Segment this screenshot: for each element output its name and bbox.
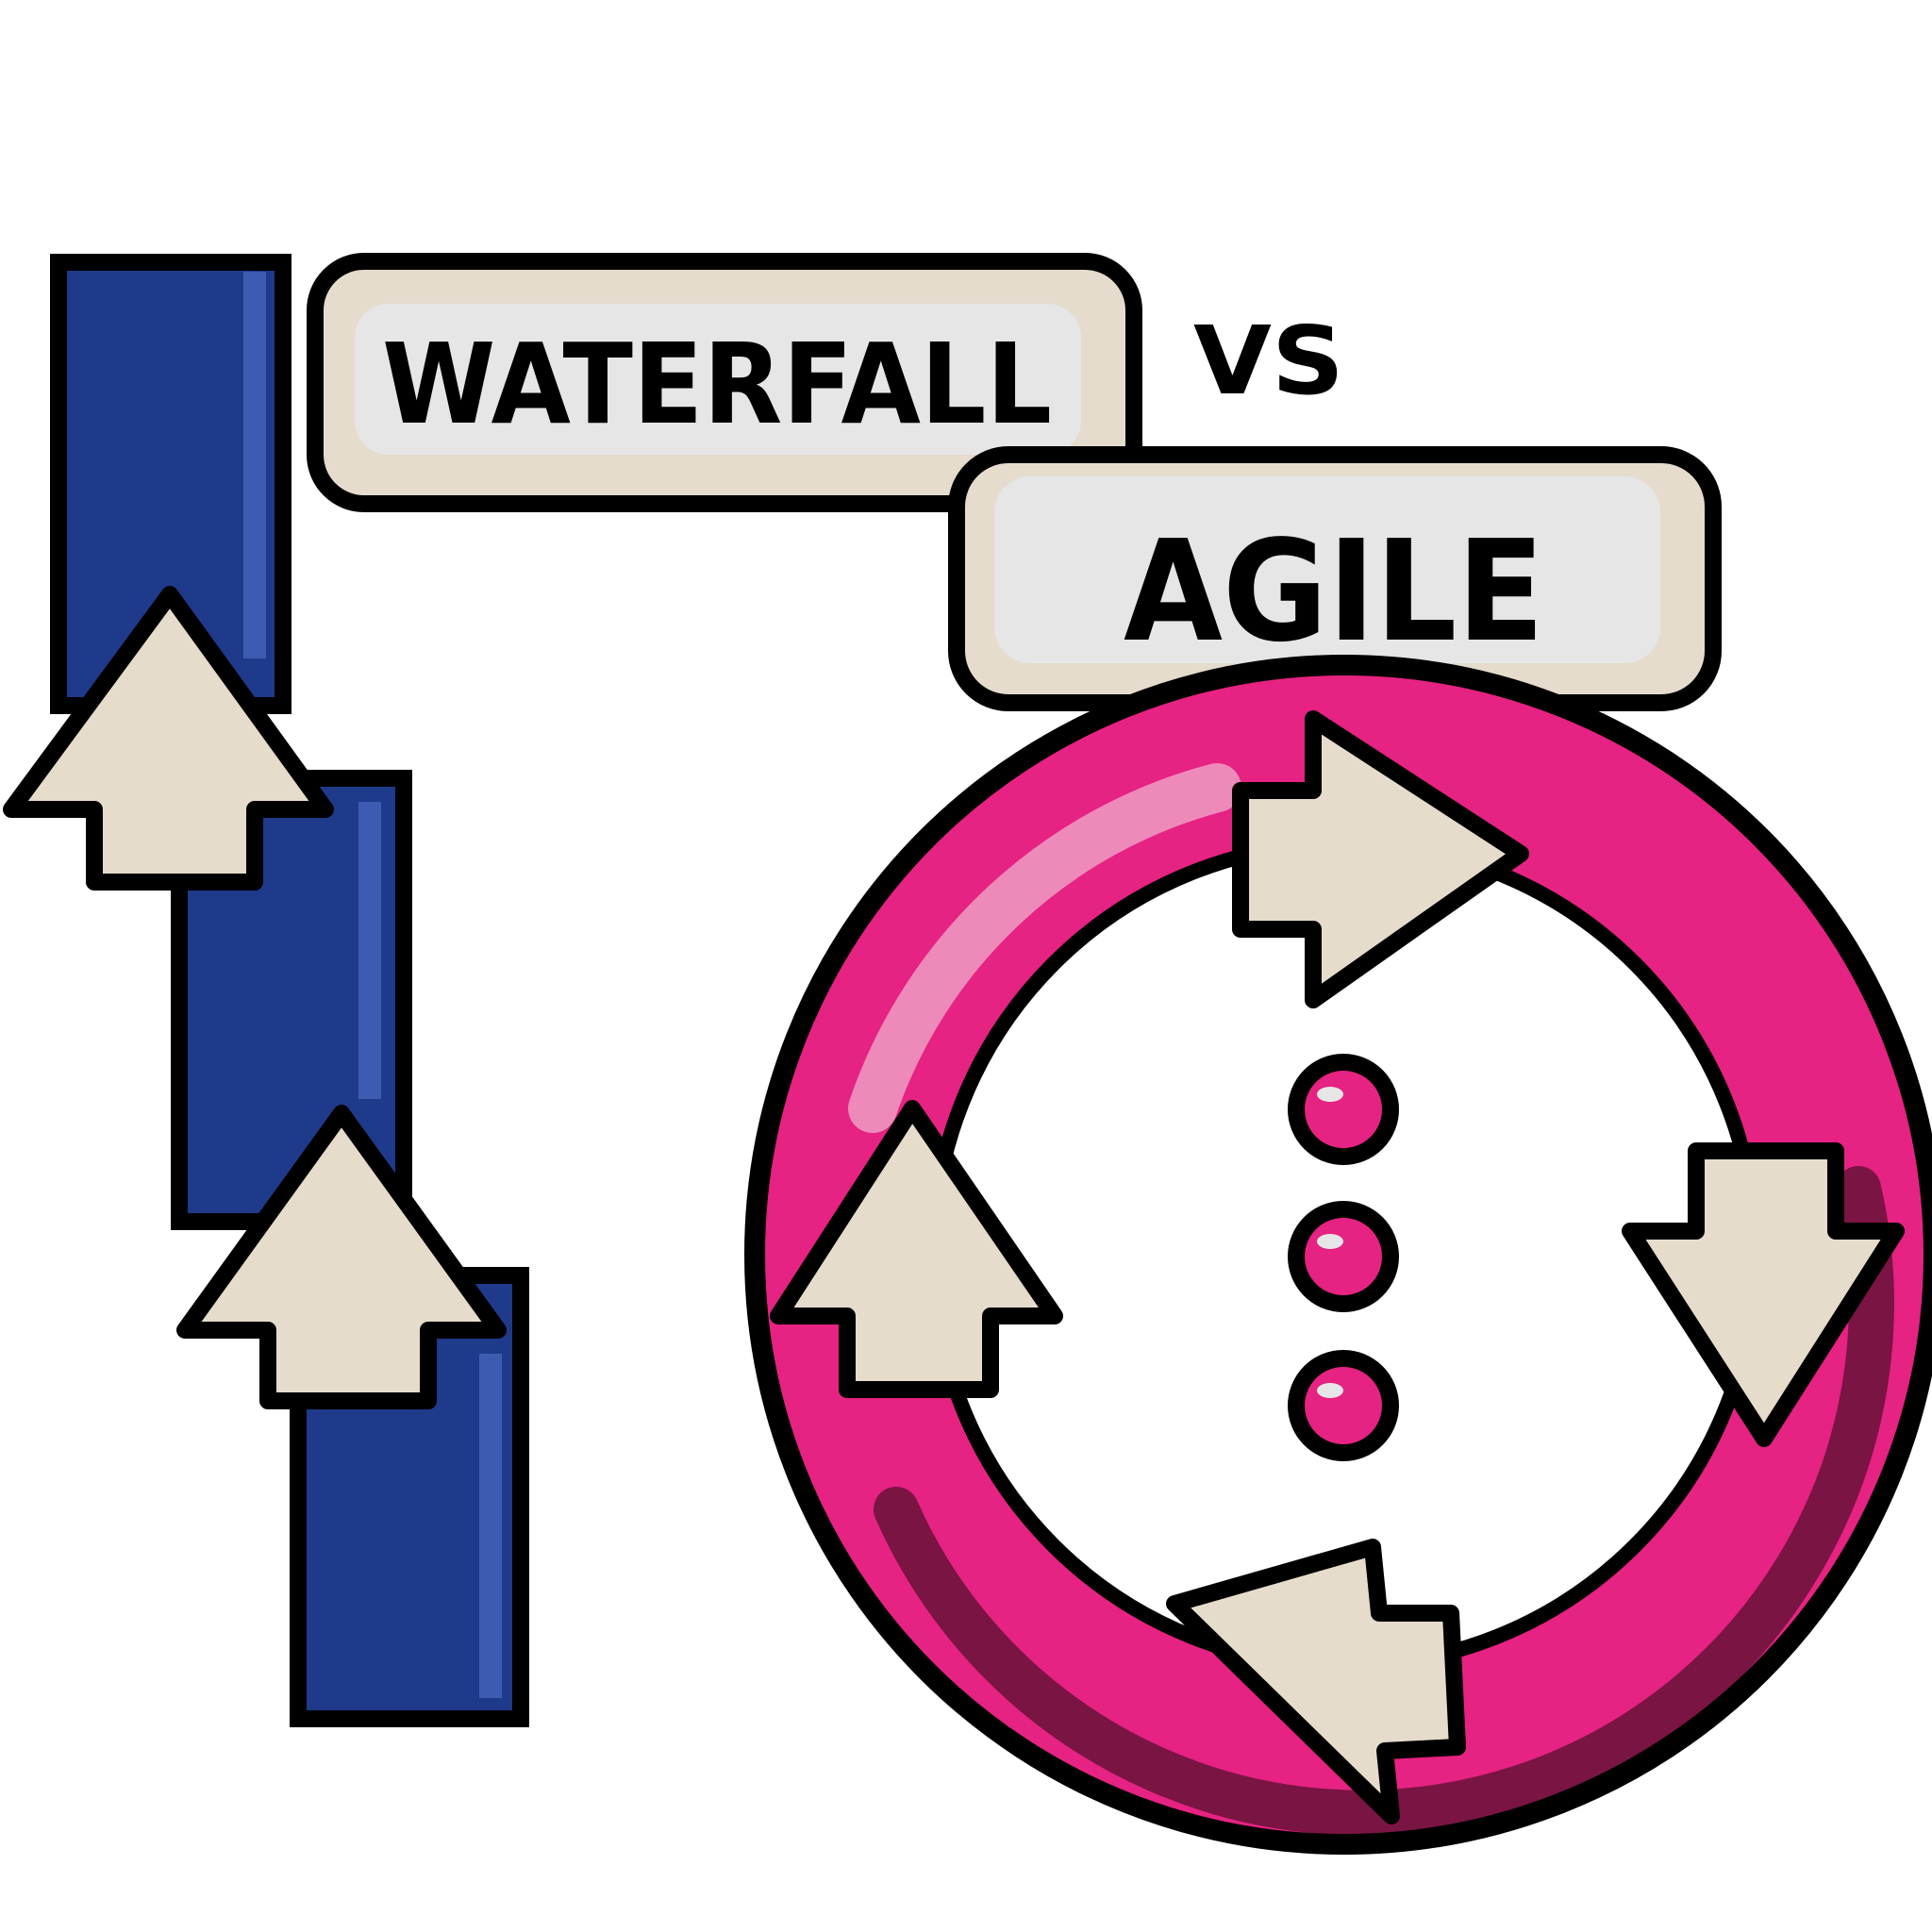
cycle-arrow-icon: [1622, 1142, 1905, 1447]
agile-label: AGILE: [1124, 510, 1544, 673]
dot-icon: [1288, 1201, 1399, 1312]
vs-label: VS: [1193, 306, 1344, 416]
cycle-arrow-icon: [770, 1100, 1063, 1398]
up-arrow-icon: [176, 1105, 507, 1409]
waterfall-diagram: [3, 254, 529, 1727]
cycle-arrow-icon: [1232, 710, 1529, 1008]
dot-icon: [1288, 1350, 1399, 1461]
waterfall-label: WATERFALL: [382, 319, 1052, 449]
dot-icon: [1288, 1054, 1399, 1165]
agile-cycle-diagram: [744, 655, 1932, 1855]
cycle-arrow-icon: [1166, 1539, 1466, 1824]
agile-label-box: AGILE: [948, 446, 1722, 711]
up-arrow-icon: [3, 586, 334, 891]
waterfall-label-box: WATERFALL: [307, 253, 1142, 512]
